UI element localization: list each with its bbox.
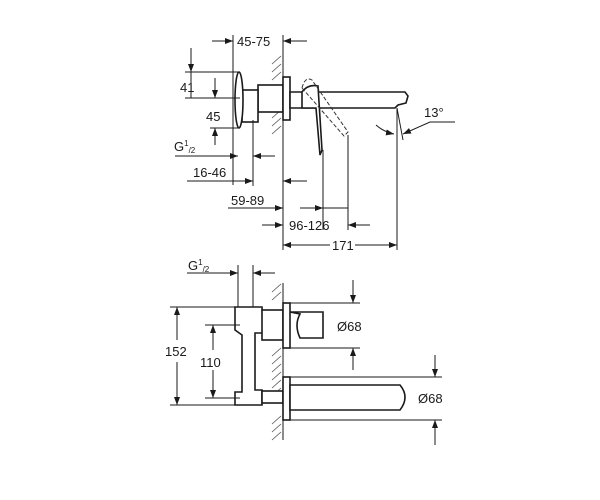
dim-59-89: 59-89: [231, 193, 264, 208]
dim-41: 41: [180, 80, 194, 95]
thread-label-side: G1/2: [174, 139, 196, 155]
dim-45: 45: [206, 109, 220, 124]
dim-96-126: 96-126: [289, 218, 329, 233]
dim-110: 110: [200, 355, 221, 370]
dim-45-75: 45-75: [237, 34, 270, 49]
dim-16-46: 16-46: [193, 165, 226, 180]
dim-diameter-68-handle: Ø68: [337, 319, 362, 334]
faucet-side: [234, 71, 409, 156]
dim-diameter-68-spout: Ø68: [418, 391, 443, 406]
thread-label-front: G1/2: [188, 258, 210, 274]
angle-13: 13°: [424, 105, 444, 120]
side-view: 45-75 41 45 G1/2 16-46 59-89 96-126 171: [174, 34, 455, 253]
dim-152: 152: [165, 344, 187, 359]
front-view: G1/2: [165, 258, 443, 445]
mixer-body: [234, 302, 406, 421]
wall-hatch-bottom: [271, 283, 284, 441]
dim-171: 171: [332, 238, 354, 253]
